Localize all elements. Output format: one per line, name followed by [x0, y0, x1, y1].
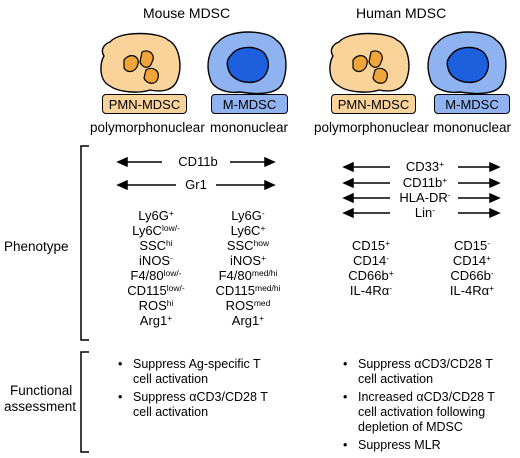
human-pmn-cell-icon — [329, 32, 410, 93]
mouse-pmn-marker: CD115low/- — [127, 283, 185, 298]
human-mono-badge: M-MDSC — [434, 94, 510, 114]
human-mono-marker: CD14+ — [452, 253, 492, 268]
mouse-mono-badge: M-MDSC — [211, 94, 288, 114]
mouse-mono-label: mononuclear — [210, 120, 289, 135]
mouse-pmn-badge: PMN-MDSC — [102, 94, 187, 114]
human-mono-cell-icon — [427, 31, 507, 95]
mouse-mono-marker: F4/80med/hi — [218, 268, 278, 283]
human-pmn-marker: CD66b+ — [348, 268, 394, 283]
assessment-label: assessment — [4, 399, 77, 414]
human-shared-marker: HLA-DR- — [399, 190, 451, 205]
human-pmn-marker: CD15+ — [351, 238, 391, 253]
phenotype-label: Phenotype — [4, 239, 69, 254]
human-pmn-marker: IL-4Rα- — [349, 283, 393, 298]
mouse-mono-cell-icon — [207, 31, 287, 95]
mouse-shared-marker: Gr1 — [185, 177, 207, 192]
human-poly-label: polymorphonuclear — [314, 120, 429, 135]
functional-label: Functional — [10, 383, 73, 398]
human-mdsc-header: Human MDSC — [356, 5, 447, 21]
mouse-mono-marker: SSChow — [226, 238, 270, 253]
mouse-mono-marker: Ly6G- — [231, 208, 265, 223]
human-shared-marker: CD11b+ — [402, 175, 448, 190]
mouse-mono-marker: iNOS+ — [229, 253, 267, 268]
phenotype-bracket — [80, 145, 89, 341]
mouse-shared-arrows — [116, 156, 276, 191]
mouse-pmn-marker: iNOS- — [139, 253, 173, 268]
human-pmn-badge: PMN-MDSC — [331, 94, 416, 114]
human-shared-arrows — [342, 161, 501, 219]
functional-bracket — [80, 351, 89, 453]
mouse-poly-label: polymorphonuclear — [90, 120, 205, 135]
mouse-pmn-marker: ROShi — [138, 298, 174, 313]
human-shared-marker: CD33+ — [405, 159, 445, 174]
mouse-mdsc-header: Mouse MDSC — [143, 5, 231, 21]
mouse-pmn-marker: SSChi — [139, 238, 173, 253]
human-mono-label: mononuclear — [433, 120, 512, 135]
mouse-shared-marker: CD11b — [178, 154, 218, 169]
mouse-mono-marker: CD115med/hi — [215, 283, 281, 298]
mouse-pmn-marker: Ly6Clow/- — [132, 223, 180, 238]
human-shared-marker: Lin- — [414, 205, 436, 220]
mouse-mono-marker: Ly6C+ — [230, 223, 266, 238]
human-mono-marker: IL-4Rα+ — [449, 283, 495, 298]
human-mono-marker: CD66b- — [450, 268, 494, 283]
mouse-mono-marker: Arg1+ — [231, 313, 265, 328]
mouse-pmn-cell-icon — [100, 32, 181, 93]
mouse-pmn-marker: Arg1+ — [139, 313, 173, 328]
mouse-mono-marker: ROSmed — [225, 298, 271, 313]
mouse-pmn-marker: Ly6G+ — [138, 208, 174, 223]
mouse-pmn-marker: F4/80low/- — [130, 268, 182, 283]
human-pmn-marker: CD14- — [352, 253, 390, 268]
human-mono-marker: CD15- — [453, 238, 491, 253]
